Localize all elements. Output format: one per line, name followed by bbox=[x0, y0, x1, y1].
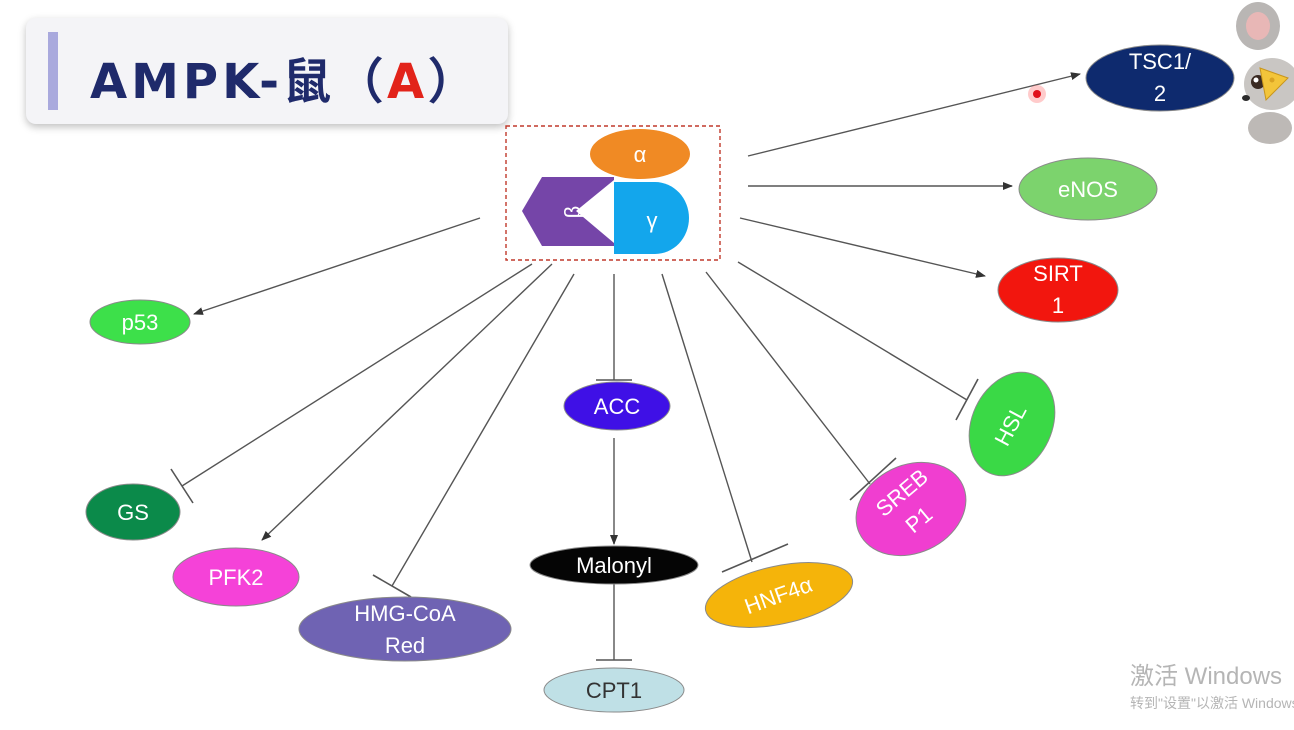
inhibit-srebp-bar bbox=[849, 457, 897, 501]
inhibit-hmgcoa-bar bbox=[372, 574, 412, 598]
inhibit-hnf4a-bar bbox=[721, 543, 789, 573]
node-pfk2 bbox=[172, 547, 300, 607]
node-enos bbox=[1018, 157, 1158, 221]
watermark-line1: 激活 Windows bbox=[1130, 663, 1283, 690]
beta-label: β bbox=[560, 206, 585, 219]
node-tsc-line1: TSC1/ bbox=[1129, 49, 1192, 74]
arrow-to-sirt bbox=[739, 217, 986, 278]
beta-notch bbox=[576, 180, 614, 243]
title-accent-bar bbox=[48, 32, 58, 110]
node-enos-label: eNOS bbox=[1058, 177, 1118, 202]
inhibit-hsl-bar bbox=[955, 378, 979, 421]
arrow-to-p53 bbox=[193, 217, 481, 315]
inhibit-gs-line bbox=[181, 263, 533, 487]
node-hmgcoa-line2: Red bbox=[385, 633, 425, 658]
node-acc bbox=[563, 381, 671, 431]
node-cpt1 bbox=[543, 667, 685, 713]
node-hmgcoa-line1: HMG-CoA bbox=[354, 601, 456, 626]
watermark-line2: 转到"设置"以激活 Windows bbox=[1130, 695, 1294, 711]
inhibit-hmgcoa-line bbox=[391, 273, 575, 587]
inhibit-gs-bar bbox=[170, 468, 194, 504]
node-sirt bbox=[997, 257, 1119, 323]
title-close: ） bbox=[428, 54, 481, 110]
node-tsc-line2: 2 bbox=[1154, 81, 1166, 106]
beta-subunit bbox=[522, 177, 614, 246]
mouse-mascot-icon bbox=[1236, 2, 1294, 144]
node-hmgcoa bbox=[298, 596, 512, 662]
node-tsc bbox=[1085, 44, 1235, 112]
node-srebp bbox=[855, 461, 967, 557]
laser-pointer-dot bbox=[1033, 90, 1041, 98]
node-hnf4a bbox=[704, 562, 854, 628]
title-accent-letter: A bbox=[387, 54, 429, 110]
title-main: AMPK-鼠（ bbox=[90, 54, 388, 110]
page-title: AMPK-鼠（A） bbox=[90, 42, 480, 112]
arrow-to-pfk2 bbox=[261, 263, 553, 541]
node-sirt-line1: SIRT bbox=[1033, 261, 1083, 286]
ampk-complex-box bbox=[505, 125, 721, 261]
node-malonyl bbox=[529, 545, 699, 585]
inhibit-srebp-line bbox=[705, 271, 871, 485]
inhibit-hnf4a-line bbox=[661, 273, 753, 563]
node-cpt1-label: CPT1 bbox=[586, 678, 642, 703]
node-p53-label: p53 bbox=[122, 310, 159, 335]
node-gs-label: GS bbox=[117, 500, 149, 525]
alpha-label: α bbox=[634, 142, 647, 167]
node-acc-label: ACC bbox=[594, 394, 641, 419]
alpha-subunit bbox=[590, 129, 690, 179]
gamma-subunit bbox=[614, 182, 689, 254]
node-malonyl-label: Malonyl bbox=[576, 553, 652, 578]
node-pfk2-label: PFK2 bbox=[208, 565, 263, 590]
title-card: AMPK-鼠（A） bbox=[26, 18, 508, 124]
windows-activation-watermark: 激活 Windows 转到"设置"以激活 Windows bbox=[1130, 656, 1294, 713]
node-gs bbox=[85, 483, 181, 541]
inhibit-hsl-line bbox=[737, 261, 968, 401]
gamma-label: γ bbox=[647, 208, 658, 233]
node-sirt-line2: 1 bbox=[1052, 293, 1064, 318]
node-p53 bbox=[89, 299, 191, 345]
node-hsl bbox=[968, 371, 1056, 477]
arrow-to-tsc bbox=[747, 72, 1081, 157]
